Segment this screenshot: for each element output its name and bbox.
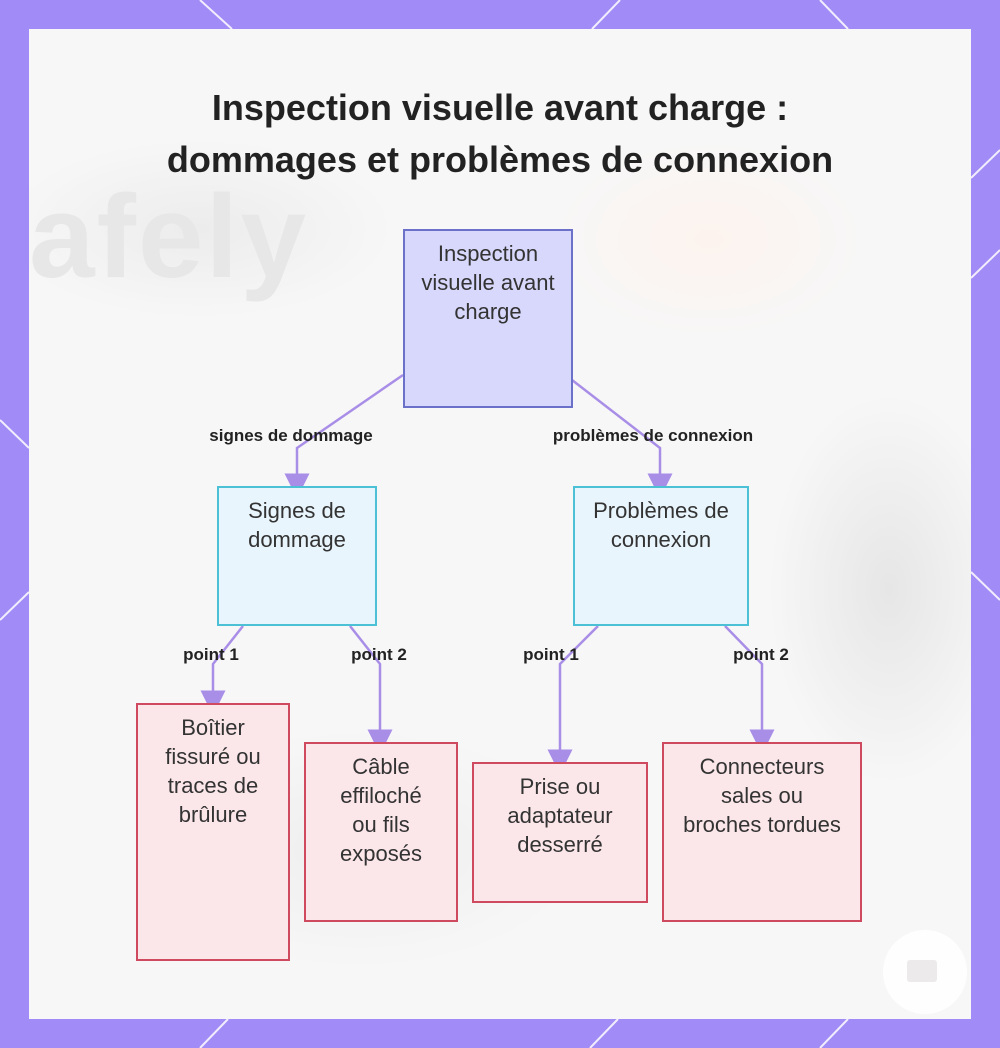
node-damage-signs-label: Signes de dommage (248, 498, 346, 552)
node-loose-plug: Prise ou adaptateur desserré (472, 762, 648, 903)
edge-label-connection-point1: point 1 (523, 645, 579, 664)
edge-root-damage (284, 373, 404, 499)
node-dirty-connectors-label: Connecteurs sales ou broches tordues (683, 754, 841, 837)
edge-label-damage: signes de dommage (209, 426, 373, 445)
edge-connection-point1 (547, 625, 599, 775)
background-watermark: afely (29, 171, 308, 303)
node-frayed-cable: Câble effiloché ou fils exposés (304, 742, 458, 922)
corner-badge-icon (883, 930, 967, 1014)
node-loose-plug-label: Prise ou adaptateur desserré (507, 774, 613, 857)
node-damage-signs: Signes de dommage (217, 486, 377, 626)
node-dirty-connectors: Connecteurs sales ou broches tordues (662, 742, 862, 922)
edge-connection-point2 (724, 625, 775, 755)
title-line-2: dommages et problèmes de connexion (166, 139, 834, 180)
title-line-1: Inspection visuelle avant charge : (211, 87, 789, 128)
edge-label-connection-point2: point 2 (733, 645, 789, 664)
edge-label-connection: problèmes de connexion (552, 426, 754, 445)
edge-damage-point1 (200, 625, 244, 716)
node-cracked-case-label: Boîtier fissuré ou traces de brûlure (165, 715, 261, 827)
node-root-label: Inspection visuelle avant charge (421, 241, 555, 324)
node-connection-problems: Problèmes de connexion (573, 486, 749, 626)
node-connection-problems-label: Problèmes de connexion (593, 498, 729, 552)
node-cracked-case: Boîtier fissuré ou traces de brûlure (136, 703, 290, 961)
edge-root-connection (571, 379, 673, 499)
node-root: Inspection visuelle avant charge (403, 229, 573, 408)
edge-damage-point2 (349, 625, 393, 755)
node-frayed-cable-label: Câble effiloché ou fils exposés (340, 754, 422, 866)
diagram-title: Inspection visuelle avant charge : domma… (29, 82, 971, 186)
edge-label-damage-point2: point 2 (351, 645, 407, 664)
edge-label-damage-point1: point 1 (183, 645, 239, 664)
